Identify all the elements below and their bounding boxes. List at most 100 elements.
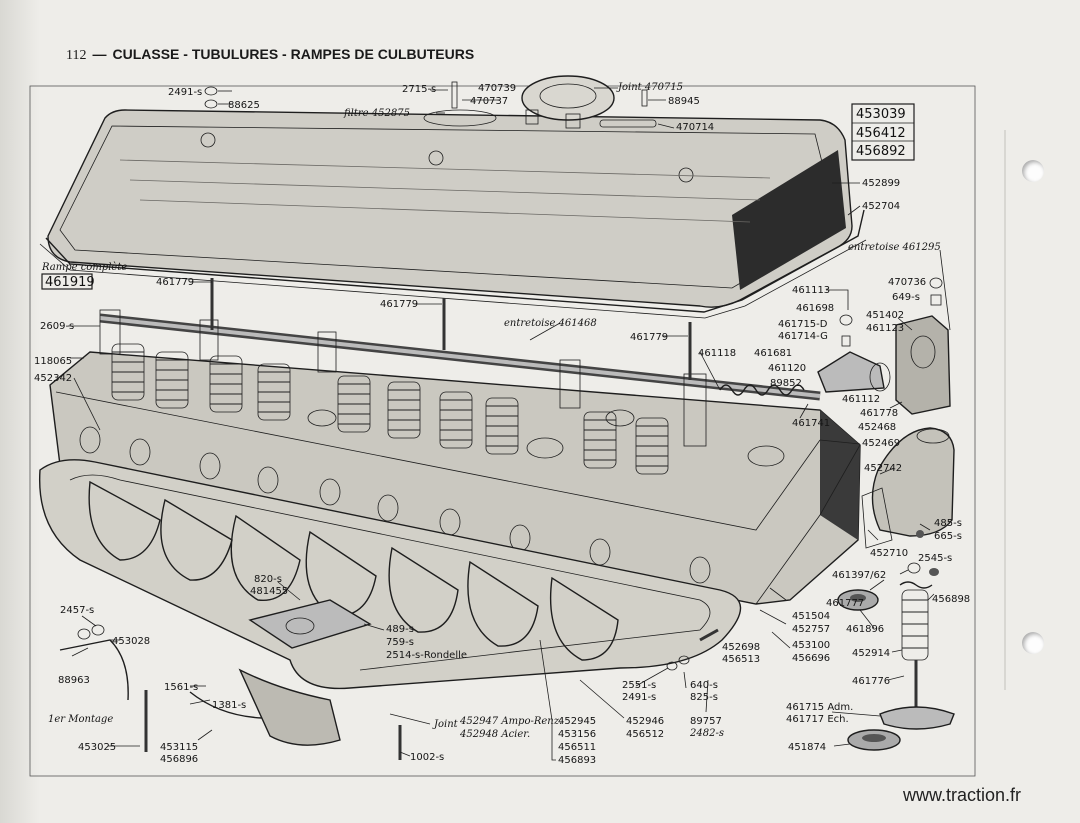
label-461777: 461777: [826, 598, 864, 609]
label-453100: 453100: [792, 640, 830, 651]
label-451504: 451504: [792, 611, 830, 622]
page-header: 112—CULASSE - TUBULURES - RAMPES DE CULB…: [66, 46, 475, 63]
label-461715-adm: 461715 Adm.: [786, 702, 853, 713]
rampe-caption: Rampe complète: [41, 262, 127, 273]
label-2551s: 2551-s: [622, 680, 656, 691]
label-1002s: 1002-s: [410, 752, 444, 763]
boxed-number-1: 453039: [856, 107, 906, 122]
rampe-number: 461919: [45, 275, 95, 290]
label-461741: 461741: [792, 418, 830, 429]
cylinder-head-drawing: [49, 351, 861, 605]
label-452947: 452947 Ampo-Renz.: [459, 716, 562, 727]
label-452914: 452914: [852, 648, 890, 659]
label-461681: 461681: [754, 348, 792, 359]
label-461698: 461698: [796, 303, 834, 314]
label-118065: 118065: [34, 356, 72, 367]
label-2715s: 2715-s: [402, 84, 436, 95]
label-470739: 470739: [478, 83, 516, 94]
label-461112: 461112: [842, 394, 880, 405]
rocker-end-parts-drawing: [817, 277, 951, 415]
label-89852: 89852: [770, 378, 802, 389]
label-entretoise-461468: entretoise 461468: [504, 318, 597, 329]
label-453028: 453028: [112, 636, 150, 647]
label-1381s: 1381-s: [212, 700, 246, 711]
label-456893: 456893: [558, 755, 596, 766]
label-461779-mid: 461779: [380, 299, 418, 310]
label-461779-right: 461779: [630, 332, 668, 343]
label-461776: 461776: [852, 676, 890, 687]
label-452899: 452899: [862, 178, 900, 189]
part-labels: 2491-s 88625 2715-s 470739 470737 Joint …: [34, 82, 970, 766]
label-759s: 759-s: [386, 637, 414, 648]
valve-stack-drawing: [837, 562, 955, 751]
oil-filler-cap-drawing: [204, 75, 657, 129]
label-452946: 452946: [626, 716, 664, 727]
label-461717-ech: 461717 Ech.: [786, 714, 849, 725]
label-485s: 485-s: [934, 518, 962, 529]
label-489s: 489-s: [386, 624, 414, 635]
exhaust-manifold-drawing: [38, 459, 742, 760]
label-461397-62: 461397/62: [832, 570, 886, 581]
label-452469: 452469: [862, 438, 900, 449]
label-456511: 456511: [558, 742, 596, 753]
page-number: 112: [66, 48, 87, 63]
page-edge-shadow: [0, 0, 40, 823]
water-outlet-drawing: [861, 427, 955, 576]
label-88625: 88625: [228, 100, 260, 111]
label-461715-d: 461715-D: [778, 319, 828, 330]
label-481455: 481455: [250, 586, 288, 597]
montage-note: 1er Montage: [48, 714, 113, 725]
label-456512: 456512: [626, 729, 664, 740]
binder-hole-top: [1022, 160, 1044, 182]
label-665s: 665-s: [934, 531, 962, 542]
diagram-frame: [29, 85, 976, 777]
page-title: CULASSE - TUBULURES - RAMPES DE CULBUTEU…: [112, 46, 475, 62]
label-640s: 640-s: [690, 680, 718, 691]
label-820s: 820-s: [254, 574, 282, 585]
label-452710: 452710: [870, 548, 908, 559]
label-452704: 452704: [862, 201, 900, 212]
label-456513: 456513: [722, 654, 760, 665]
label-453156: 453156: [558, 729, 596, 740]
label-456896: 456896: [160, 754, 198, 765]
label-456898: 456898: [932, 594, 970, 605]
label-461896: 461896: [846, 624, 884, 635]
rocker-shaft-drawing: [99, 278, 821, 475]
label-452757: 452757: [792, 624, 830, 635]
label-649s: 649-s: [892, 292, 920, 303]
leader-lines: [68, 87, 951, 761]
label-452342: 452342: [34, 373, 72, 384]
label-452468: 452468: [858, 422, 896, 433]
label-461120: 461120: [768, 363, 806, 374]
label-452945: 452945: [558, 716, 596, 727]
label-451402: 451402: [866, 310, 904, 321]
label-461779-left: 461779: [156, 277, 194, 288]
label-461113: 461113: [792, 285, 830, 296]
label-88945: 88945: [668, 96, 700, 107]
label-461778: 461778: [860, 408, 898, 419]
rocker-cover-drawing: [39, 109, 867, 319]
binder-fold-line: [1004, 130, 1006, 690]
label-89757: 89757: [690, 716, 722, 727]
label-joint: Joint: [432, 719, 459, 730]
boxed-number-3: 456892: [856, 144, 906, 159]
watermark-link[interactable]: www.traction.fr: [903, 785, 1022, 805]
label-451874: 451874: [788, 742, 826, 753]
label-2545s: 2545-s: [918, 553, 952, 564]
label-470736: 470736: [888, 277, 926, 288]
label-filtre-452875: filtre 452875: [343, 108, 410, 119]
label-453025: 453025: [78, 742, 116, 753]
label-88963: 88963: [58, 675, 90, 686]
label-joint-470715: Joint 470715: [616, 82, 683, 93]
label-825s: 825-s: [690, 692, 718, 703]
label-452948: 452948 Acier.: [459, 729, 530, 740]
label-2482s: 2482-s: [689, 728, 724, 739]
boxed-number-2: 456412: [856, 126, 906, 141]
label-1561s: 1561-s: [164, 682, 198, 693]
label-470737: 470737: [470, 96, 508, 107]
binder-hole-bottom: [1022, 632, 1044, 654]
label-2514s-rondelle: 2514-s-Rondelle: [386, 650, 467, 661]
label-456696: 456696: [792, 653, 830, 664]
